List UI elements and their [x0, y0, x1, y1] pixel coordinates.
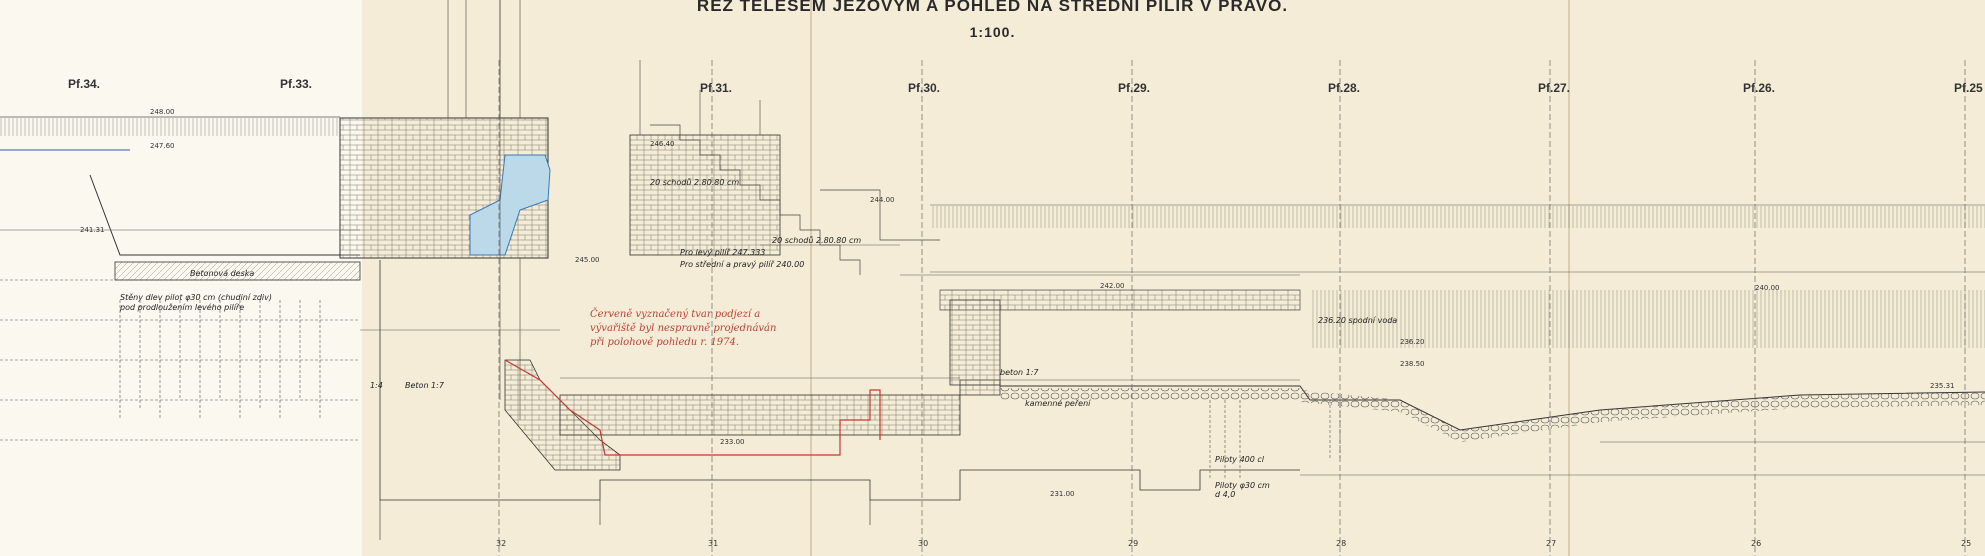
label-stairs-2: 20 schodů 2.80.80 cm: [772, 235, 861, 245]
axis-label: 28: [1336, 539, 1346, 548]
elevation-mark: 235.31: [1930, 382, 1955, 390]
label-middle-pier: Pro střední a pravý pilíř 240.00: [680, 260, 804, 269]
profile-gridlines: [498, 60, 1966, 556]
profile-label: Pf.28.: [1328, 81, 1360, 95]
red-proposed-profile: [504, 359, 881, 456]
downstream-lower-hatch: [1310, 290, 1985, 348]
elevation-mark: 246.40: [650, 140, 675, 148]
profile-label: Pf.29.: [1118, 81, 1150, 95]
stilling-basin: [504, 299, 1001, 471]
profile-label: Pf.25: [1954, 81, 1983, 95]
axis-label: 32: [496, 539, 506, 548]
drawing-paper: [362, 0, 1985, 556]
pier-wall-masonry: [629, 134, 781, 256]
elevation-mark: 241.31: [80, 226, 105, 234]
profile-labels: Pf.34. Pf.33. Pf.31. Pf.30. Pf.29. Pf.28…: [68, 77, 1983, 95]
label-stone-paving: kamenné peření: [1025, 398, 1092, 408]
profile-label: Pf.26.: [1743, 81, 1775, 95]
label-concrete-1-7: Beton 1:7: [405, 381, 445, 390]
drawing-scale: 1:100.: [969, 24, 1016, 40]
drawing-title: ŘEZ TĚLESEM JEZOVÝM A POHLED NA STŘEDNÍ …: [696, 0, 1289, 15]
concrete-deck: [114, 261, 361, 281]
axis-label: 31: [708, 539, 718, 548]
apron-masonry: [939, 289, 1301, 311]
axis-label: 27: [1546, 539, 1556, 548]
elevation-mark: 236.20: [1400, 338, 1425, 346]
fold-line: [1568, 0, 1570, 556]
fold-line: [810, 0, 812, 556]
elevation-mark: 247.60: [150, 142, 175, 150]
elevation-marks: 248.00 247.60 246.40 245.00 244.00 242.0…: [80, 108, 1955, 498]
profile-label: Pf.34.: [68, 77, 100, 91]
elevation-mark: 248.00: [150, 108, 175, 116]
elevation-mark: 245.00: [575, 256, 600, 264]
red-note-line: vývařiště byl nespravně projednáván: [590, 323, 776, 334]
upstream-bank-hatch: [0, 118, 340, 136]
label-concrete-1-4: 1:4: [370, 381, 383, 390]
weir-gate: [469, 154, 551, 256]
red-note-line: při polohově pohledu r. 1974.: [590, 337, 739, 348]
red-note: Červeně vyznačený tvar podjezí a vývařiš…: [590, 308, 776, 348]
label-concrete-thin: beton 1:7: [1000, 368, 1039, 377]
axis-label: 25: [1961, 539, 1971, 548]
profile-label: Pf.27.: [1538, 81, 1570, 95]
label-piles-2: Piloty φ30 cm: [1215, 481, 1270, 490]
label-groundwater: 236.20 spodní voda: [1318, 316, 1397, 325]
profile-label: Pf.31.: [700, 81, 732, 95]
label-piles-1: Piloty 400 cl: [1215, 455, 1265, 464]
piles-right: [1209, 400, 1341, 480]
elevation-mark: 242.00: [1100, 282, 1125, 290]
label-left-pier: Pro levý pilíř 247.333: [680, 248, 765, 257]
downstream-bank-hatch: [930, 206, 1985, 228]
riprap-stones: [1300, 390, 1985, 442]
profile-label: Pf.33.: [280, 77, 312, 91]
label-piles-3: d 4,0: [1215, 490, 1235, 499]
elevation-mark: 238.50: [1400, 360, 1425, 368]
elevation-mark: 233.00: [720, 438, 745, 446]
bottom-axis-labels: 32 31 30 29 28 27 26 25: [496, 539, 1971, 548]
axis-label: 26: [1751, 539, 1761, 548]
label-concrete-deck: Betonová deska: [190, 269, 254, 278]
profile-label: Pf.30.: [908, 81, 940, 95]
label-under-extension: pod prodloužením levého pilíře: [119, 302, 244, 312]
axis-label: 30: [918, 539, 928, 548]
elevation-mark: 231.00: [1050, 490, 1075, 498]
elevation-mark: 244.00: [870, 196, 895, 204]
label-walls-piles: Stěny dlev pilot φ30 cm (chudiní zdiv): [120, 292, 272, 302]
label-stairs-1: 20 schodů 2.80.80 cm: [650, 177, 739, 187]
red-note-line: Červeně vyznačený tvar podjezí a: [590, 308, 760, 320]
elevation-mark: 240.00: [1755, 284, 1780, 292]
axis-label: 29: [1128, 539, 1138, 548]
